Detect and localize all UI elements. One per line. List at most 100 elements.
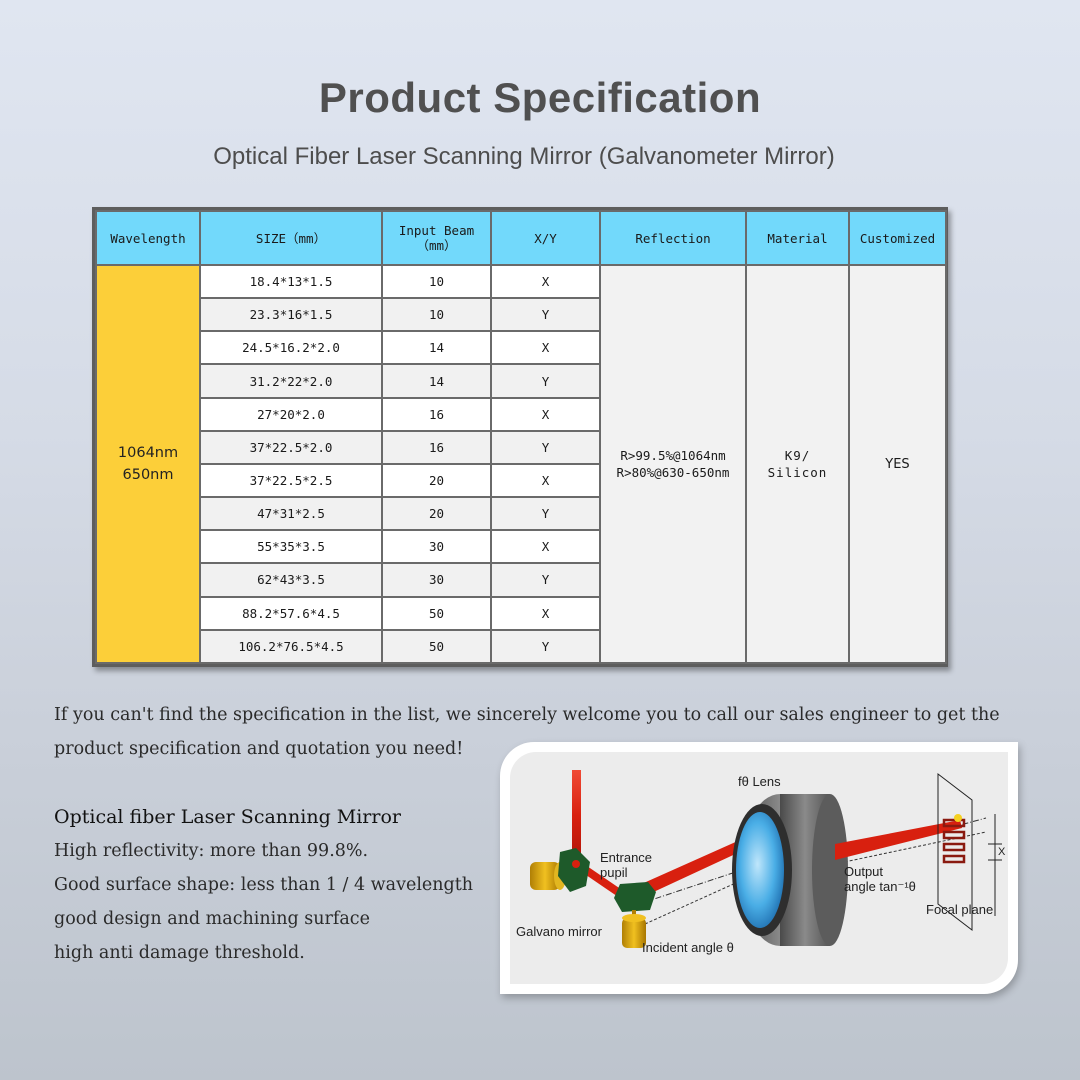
spec-table-container: Wavelength SIZE（mm） Input Beam （mm） X/Y … — [92, 207, 948, 667]
axis-cell: X — [490, 462, 601, 499]
galvo-motor-icon — [530, 862, 560, 890]
axis-cell: Y — [490, 628, 601, 665]
galvo-mirror-y-icon — [614, 882, 656, 912]
label-entrance-line2: pupil — [600, 865, 628, 880]
beam-cell: 10 — [381, 297, 492, 333]
feature-item: Good surface shape: less than 1 / 4 wave… — [54, 875, 474, 895]
galvo-diagram-card: fθ Lens Entrance pupil Galvano mirror In… — [500, 742, 1018, 994]
header-wavelength: Wavelength — [95, 210, 201, 266]
beam-cell: 16 — [381, 396, 492, 432]
material-cell: K9/ Silicon — [745, 264, 850, 664]
size-cell: 88.2*57.6*4.5 — [199, 595, 383, 631]
customized-cell: YES — [848, 264, 947, 664]
beam-cell: 20 — [381, 496, 492, 532]
reflection-line2: R>80%@630-650nm — [616, 465, 730, 480]
label-entrance-line1: Entrance — [600, 850, 653, 865]
feature-item: High reflectivity: more than 99.8%. — [54, 841, 369, 861]
axis-cell: X — [490, 529, 601, 565]
header-input-beam-line1: Input Beam — [398, 223, 475, 238]
size-cell: 106.2*76.5*4.5 — [199, 628, 383, 665]
size-cell: 37*22.5*2.5 — [199, 462, 383, 499]
size-cell: 37*22.5*2.0 — [199, 429, 383, 465]
size-cell: 55*35*3.5 — [199, 529, 383, 565]
table-row: 27*20*2.0 16 X — [96, 396, 946, 432]
page-title: Product Specification — [318, 74, 762, 121]
reflection-cell: R>99.5%@1064nm R>80%@630-650nm — [599, 264, 747, 664]
reflection-line1: R>99.5%@1064nm — [620, 448, 726, 463]
feature-item: high anti damage threshold. — [54, 943, 305, 963]
header-customized: Customized — [848, 210, 947, 266]
header-reflection: Reflection — [599, 210, 747, 266]
header-xy: X/Y — [490, 210, 601, 266]
beam-cell: 50 — [381, 628, 492, 665]
focal-plane-icon — [937, 772, 973, 932]
table-row: 1064nm 650nm 18.4*13*1.5 10 X R>99.5%@10… — [95, 263, 947, 664]
size-cell: 31.2*22*2.0 — [199, 363, 383, 399]
table-row: 24.5*16.2*2.0 14 X — [96, 330, 946, 366]
axis-cell: Y — [490, 429, 601, 465]
beam-cell: 16 — [381, 429, 492, 465]
label-output-angle: Output angle tan⁻¹θ — [844, 864, 916, 894]
beam-cell: 50 — [381, 595, 492, 631]
table-row: 37*22.5*2.5 20 X — [96, 462, 946, 499]
size-cell: 24.5*16.2*2.0 — [199, 330, 383, 366]
axis-cell: Y — [490, 297, 601, 333]
features-title: Optical fiber Laser Scanning Mirror — [54, 806, 401, 828]
beam-cell: 20 — [381, 462, 492, 499]
beam-cell: 10 — [381, 263, 492, 300]
axis-cell: Y — [490, 363, 601, 399]
size-cell: 23.3*16*1.5 — [199, 297, 383, 333]
axis-cell: X — [490, 330, 601, 366]
beam-cell: 14 — [381, 330, 492, 366]
galvo-motor-icon — [622, 918, 646, 948]
material-line2: Silicon — [767, 465, 828, 480]
galvo-mirror-x-icon — [558, 848, 590, 892]
table-header-row: Wavelength SIZE（mm） Input Beam （mm） X/Y … — [95, 210, 947, 266]
size-cell: 18.4*13*1.5 — [199, 263, 383, 300]
axis-cell: X — [490, 263, 601, 300]
size-cell: 62*43*3.5 — [199, 562, 383, 598]
spec-table: Wavelength SIZE（mm） Input Beam （mm） X/Y … — [95, 210, 947, 665]
axis-cell: Y — [490, 562, 601, 598]
table-row: 47*31*2.5 20 Y — [96, 496, 946, 532]
wavelength-line1: 1064nm — [117, 445, 179, 461]
contact-note-line1: If you can't find the specification in t… — [54, 705, 1000, 725]
label-x-marker: X — [998, 846, 1006, 858]
laser-beam-output — [835, 820, 962, 860]
label-output-line2: angle tan⁻¹θ — [844, 879, 916, 894]
size-cell: 47*31*2.5 — [199, 496, 383, 532]
laser-beam-input — [572, 770, 581, 862]
label-galvano-mirror: Galvano mirror — [516, 924, 602, 939]
material-line1: K9/ — [784, 448, 811, 463]
contact-note: If you can't find the specification in t… — [54, 698, 1044, 766]
feature-item: good design and machining surface — [54, 909, 370, 929]
label-f-theta-lens: fθ Lens — [738, 774, 781, 789]
label-output-line1: Output — [844, 864, 884, 879]
label-entrance-pupil: Entrance pupil — [600, 850, 652, 880]
features-section: Optical fiber Laser Scanning Mirror High… — [54, 800, 514, 970]
galvo-diagram-illustration — [530, 770, 1002, 948]
table-row: 23.3*16*1.5 10 Y — [96, 297, 946, 333]
table-row: 62*43*3.5 30 Y — [96, 562, 946, 598]
header-input-beam-line2: （mm） — [416, 238, 457, 253]
wavelength-cell: 1064nm 650nm — [95, 264, 201, 664]
header-material: Material — [745, 210, 850, 266]
beam-cell: 30 — [381, 562, 492, 598]
axis-cell: X — [490, 595, 601, 631]
header-input-beam: Input Beam （mm） — [381, 210, 492, 266]
contact-note-line2: product specification and quotation you … — [54, 739, 464, 759]
page-subtitle: Optical Fiber Laser Scanning Mirror (Gal… — [213, 143, 835, 170]
table-row: 31.2*22*2.0 14 Y — [96, 363, 946, 399]
label-focal-plane: Focal plane — [926, 902, 994, 917]
table-row: 55*35*3.5 30 X — [96, 529, 946, 565]
table-row: 106.2*76.5*4.5 50 Y — [96, 628, 946, 665]
table-row: 37*22.5*2.0 16 Y — [96, 429, 946, 465]
label-incident-angle: Incident angle θ — [642, 940, 734, 955]
table-row: 88.2*57.6*4.5 50 X — [96, 595, 946, 631]
header-size: SIZE（mm） — [199, 210, 383, 266]
galvo-diagram: fθ Lens Entrance pupil Galvano mirror In… — [510, 752, 1008, 984]
axis-cell: X — [490, 396, 601, 432]
axis-cell: Y — [490, 496, 601, 532]
laser-beam-to-lens — [628, 840, 744, 902]
wavelength-line2: 650nm — [122, 467, 174, 483]
